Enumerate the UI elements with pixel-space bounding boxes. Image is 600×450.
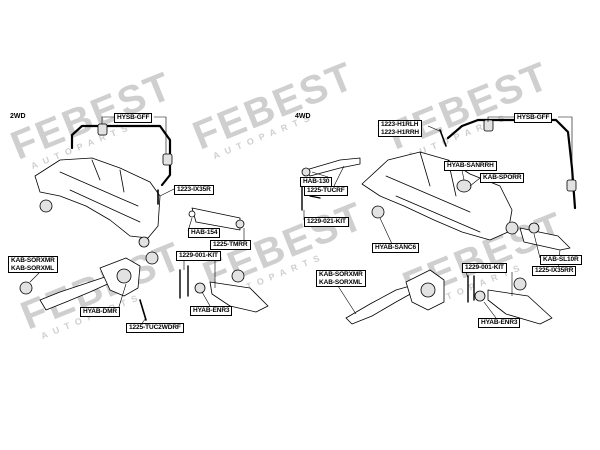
lower-arm-2wd xyxy=(209,281,269,313)
lower-arm-4wd-bolts xyxy=(467,275,475,303)
upper-arm-2wd xyxy=(191,207,241,231)
leader-1223-ix35r xyxy=(159,188,175,197)
subframe-2wd-bushing-left xyxy=(39,199,53,213)
leader-hyab-enr3-4wd xyxy=(483,301,497,319)
stabilizer-bar-2wd xyxy=(70,124,172,187)
label-1225-tucrf: 1225-TUCRF xyxy=(304,186,348,196)
label-1223-h1r: 1223-H1RLH 1223-H1RRH xyxy=(378,120,423,137)
leader-kab-sporr xyxy=(469,177,481,187)
label-kab-sorxmr-2wd: KAB-SORXMR KAB-SORXML xyxy=(8,256,58,273)
stabilizer-bushing-2wd-right xyxy=(162,153,173,166)
watermark-right-top: FEBEST AUTOPARTS xyxy=(382,54,556,161)
label-kab-sporr: KAB-SPORR xyxy=(480,173,525,183)
trailing-arm-4wd xyxy=(345,285,415,325)
label-hyab-enr3-4wd: HYAB-ENR3 xyxy=(478,318,521,328)
stabilizer-bushing-2wd-left xyxy=(97,123,108,136)
watermark-brand: FEBEST xyxy=(382,54,556,158)
trailing-bushing-2wd xyxy=(19,281,33,295)
leader-hyab-dmr xyxy=(117,283,127,311)
diff-mount-4wd xyxy=(456,179,472,193)
label-1225-tmrr: 1225-TMRR xyxy=(210,240,251,250)
lower-arm-4wd-ball xyxy=(513,277,527,291)
watermark-brand: FEBEST xyxy=(187,54,361,158)
watermark-center-top: FEBEST AUTOPARTS xyxy=(187,54,361,161)
leader-1225-tucrf xyxy=(333,165,345,187)
knuckle-4wd-hub xyxy=(420,282,436,298)
subframe-2wd-bushing-mid xyxy=(138,236,150,248)
label-1225-tuc2wdrf: 1225-TUC2WDRF xyxy=(126,323,184,333)
section-4wd-title: 4WD xyxy=(295,113,311,120)
knuckle-2wd-hub xyxy=(116,268,132,284)
leader-1229-001-kit-2wd xyxy=(183,260,216,288)
label-1223-h1rrh-line2: 1223-H1RRH xyxy=(381,128,420,136)
label-kab-sorxml-4wd-line2: KAB-SORXML xyxy=(319,278,363,286)
subframe-4wd-crossmember xyxy=(385,151,481,233)
leader-1229-001-kit-4wd xyxy=(465,271,513,296)
leader-hyab-sanrrh xyxy=(461,169,465,181)
label-kab-sorxmr-2wd-line1: KAB-SORXMR xyxy=(11,257,55,264)
label-hysb-gff-4wd: HYSB-GFF xyxy=(514,113,553,123)
stabilizer-bushing-4wd-left xyxy=(483,119,494,132)
label-hyab-dmr: HYAB-DMR xyxy=(80,307,120,317)
leader-hab130 xyxy=(311,171,329,178)
subframe-4wd-bushing-left xyxy=(371,205,385,219)
upper-arm-2wd-bolt xyxy=(188,210,196,218)
leader-hysb-gff-2wd xyxy=(101,116,167,154)
subframe-2wd-crossmember xyxy=(59,159,141,223)
toe-link-2wd xyxy=(139,299,147,321)
upper-link-4wd xyxy=(305,157,361,177)
label-kab-sorxmr-4wd-line1: KAB-SORXMR xyxy=(319,271,363,278)
lower-arm-2wd-bushing xyxy=(194,282,206,294)
label-hab154: HAB-154 xyxy=(188,228,221,238)
upper-arm-2wd-bushing xyxy=(235,219,245,229)
section-2wd-title: 2WD xyxy=(10,113,26,120)
subframe-2wd-bushing-right xyxy=(145,251,159,265)
label-hysb-gff-2wd: HYSB-GFF xyxy=(114,113,153,123)
leader-hyab-sanc6 xyxy=(379,217,393,245)
label-1229-021-kit: 1229-021-KIT xyxy=(304,217,349,227)
subframe-2wd xyxy=(34,157,161,239)
upper-link-4wd-bushing xyxy=(301,167,311,177)
lower-arm-4wd-bushing xyxy=(474,290,486,302)
lateral-arm-4wd-bushing xyxy=(528,222,540,234)
label-1229-001-kit-2wd: 1229-001-KIT xyxy=(176,251,221,261)
label-hyab-sanc6: HYAB-SANC6 xyxy=(372,243,420,253)
label-kab-sorxml-2wd-line2: KAB-SORXML xyxy=(11,264,55,272)
subframe-4wd-bushing-right xyxy=(505,221,519,235)
stabilizer-bushing-4wd-right xyxy=(566,179,577,192)
label-kab-sorxm-4wd: KAB-SORXMR KAB-SORXML xyxy=(316,270,366,287)
lower-arm-2wd-ball xyxy=(231,269,245,283)
label-kab-sl10r: KAB-SL10R xyxy=(540,255,582,265)
leader-kab-sl10r xyxy=(533,233,541,259)
leader-kab-sorxm-4wd xyxy=(337,285,357,315)
label-hyab-sanrrh: HYAB-SANRRH xyxy=(444,161,497,171)
lower-arm-2wd-bolts xyxy=(179,265,189,299)
stabilizer-link-4wd xyxy=(439,129,447,147)
watermark-brand: FEBEST xyxy=(5,64,179,168)
upper-link-4wd-bolts xyxy=(301,185,321,211)
lateral-arm-4wd xyxy=(519,227,571,251)
subframe-4wd xyxy=(361,151,513,241)
label-1223-ix35r: 1223-IX35R xyxy=(174,185,214,195)
leader-hyab-enr3-2wd xyxy=(201,291,211,307)
label-hyab-enr3-2wd: HYAB-ENR3 xyxy=(190,306,233,316)
leader-1223-h1r xyxy=(427,125,443,133)
label-1229-001-kit-4wd: 1229-001-KIT xyxy=(462,263,507,273)
leader-hysb-gff-4wd xyxy=(487,116,573,180)
leader-kab-sorxmr-2wd xyxy=(29,271,41,283)
label-1225-ix35rr: 1225-IX35RR xyxy=(532,266,577,276)
lower-arm-4wd xyxy=(487,289,553,325)
label-1223-h1rlh-line1: 1223-H1RLH xyxy=(381,121,419,128)
